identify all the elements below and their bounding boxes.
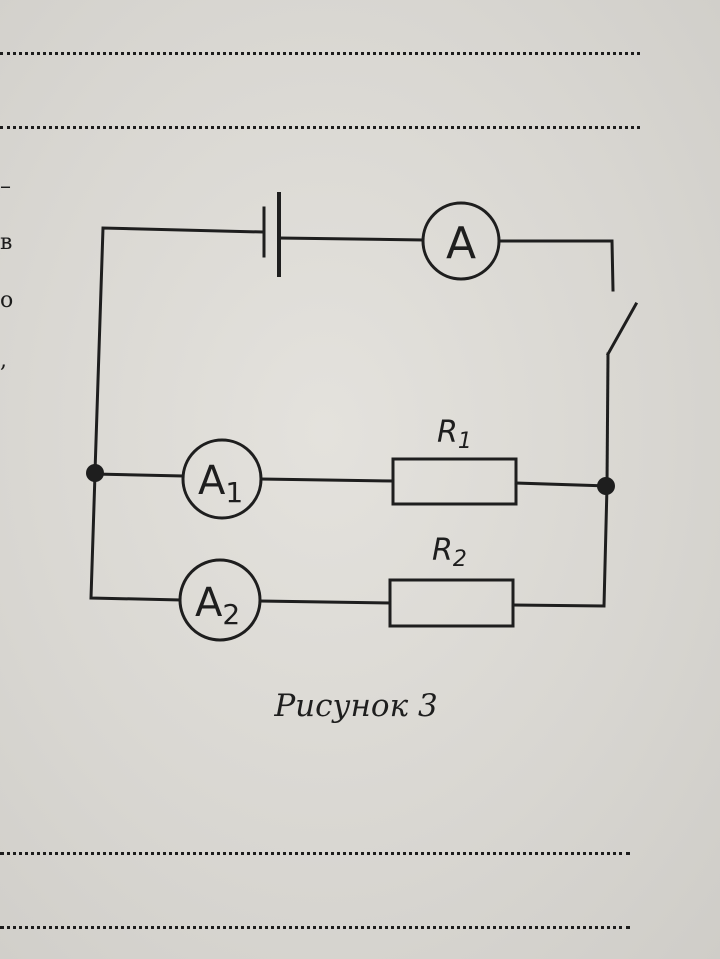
wire-ammeter-to-switch bbox=[497, 239, 615, 292]
answer-line-4 bbox=[0, 926, 630, 929]
resistor-2-label: R2 bbox=[432, 533, 467, 572]
answer-line-2 bbox=[0, 126, 640, 129]
ammeter-2-label: A2 bbox=[195, 580, 240, 631]
wire-switch-to-node bbox=[605, 352, 610, 488]
wire-branch1-right bbox=[514, 481, 609, 488]
ammeter-2-sub: 2 bbox=[222, 598, 240, 631]
resistor-2-letter: R bbox=[432, 533, 453, 568]
answer-line-3 bbox=[0, 852, 630, 855]
ammeter-2-letter: A bbox=[195, 580, 223, 626]
resistor-1-label: R1 bbox=[437, 415, 472, 454]
switch-open bbox=[605, 301, 639, 357]
margin-mark-2: в bbox=[0, 230, 13, 255]
wire-branch2-right bbox=[511, 484, 609, 608]
wire-battery-to-ammeter bbox=[277, 236, 425, 242]
junction-right bbox=[597, 477, 615, 495]
resistor-1-sub: 1 bbox=[458, 429, 472, 454]
ammeter-1-letter: A bbox=[198, 458, 226, 504]
wire-branch1-left bbox=[93, 472, 184, 478]
answer-line-1 bbox=[0, 52, 640, 55]
resistor-1-letter: R bbox=[437, 415, 458, 450]
wire-top-left bbox=[93, 226, 264, 474]
margin-mark-3: о bbox=[0, 288, 14, 313]
ammeter-1-label: A1 bbox=[198, 458, 243, 509]
wire-branch1-mid bbox=[259, 477, 395, 483]
resistor-1 bbox=[391, 457, 518, 506]
ammeter-main-label: A bbox=[446, 218, 476, 269]
margin-mark-4: , bbox=[0, 348, 7, 373]
wire-branch2-left bbox=[89, 472, 182, 602]
figure-caption: Рисунок 3 bbox=[273, 688, 437, 724]
junction-left bbox=[86, 464, 104, 482]
resistor-2-sub: 2 bbox=[453, 547, 467, 572]
resistor-2 bbox=[388, 578, 515, 628]
ammeter-1-sub: 1 bbox=[225, 476, 243, 509]
wire-branch2-mid bbox=[258, 599, 392, 605]
margin-mark-1: – bbox=[0, 174, 11, 199]
